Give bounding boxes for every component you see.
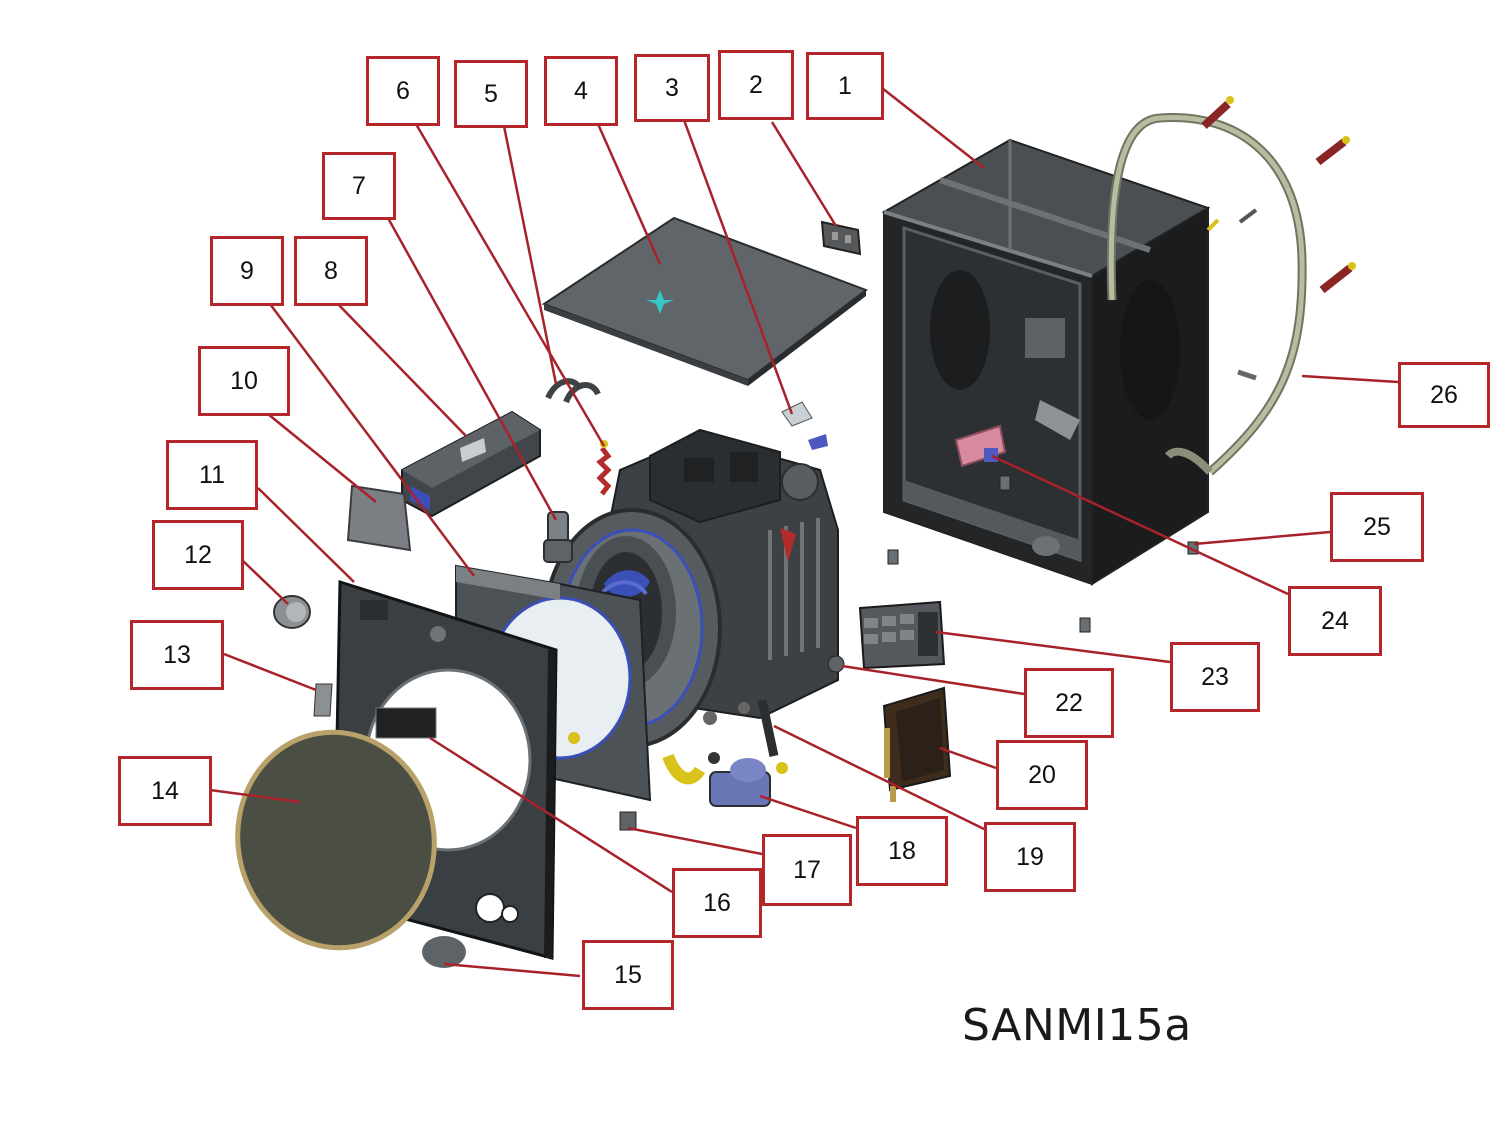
top-cover-part [541,216,869,386]
callout-8: 8 [294,236,368,306]
callout-25: 25 [1330,492,1424,562]
callout-16: 16 [672,868,762,938]
callout-18: 18 [856,816,948,886]
callout-14: 14 [118,756,212,826]
callout-19: 19 [984,822,1076,892]
callout-15: 15 [582,940,674,1010]
control-board-part [401,410,541,518]
callout-5: 5 [454,60,528,128]
callout-12: 12 [152,520,244,590]
callout-20: 20 [996,740,1088,810]
screw-fittings [1201,96,1356,381]
callout-23: 23 [1170,642,1260,712]
callout-24: 24 [1288,586,1382,656]
hinge-clip-part [545,378,601,404]
motor-module-part [882,686,952,802]
adjustable-foot-part [619,811,637,831]
door-glass-part [235,729,437,951]
supply-hose-part [1106,113,1307,476]
display-cover-part [346,484,412,552]
seal-clamp-part [568,732,580,744]
callout-22: 22 [1024,668,1114,738]
foot-cap-part [422,936,466,968]
door-lock-part [543,511,573,563]
cabinet-frame-part [881,138,1211,586]
program-knob-part [273,595,311,629]
callout-11: 11 [166,440,258,510]
detergent-latch-part [313,683,333,717]
terminal-block-part [858,600,946,670]
spring-part [596,440,612,496]
callout-17: 17 [762,834,852,906]
callout-7: 7 [322,152,396,220]
callout-13: 13 [130,620,224,690]
capacitor-part [827,655,845,673]
callout-26: 26 [1398,362,1490,428]
drain-hose-part [757,699,779,757]
callout-1: 1 [806,52,884,120]
callout-10: 10 [198,346,290,416]
model-code-label: SANMI15a [962,1000,1192,1051]
callout-4: 4 [544,56,618,126]
callout-6: 6 [366,56,440,126]
callout-9: 9 [210,236,284,306]
leveling-feet-part [887,475,1199,633]
leader-lines [209,87,1399,978]
clip-part [781,401,828,450]
callout-3: 3 [634,54,710,122]
drain-pump-part [662,752,788,807]
top-bracket-part [820,220,862,256]
callout-2: 2 [718,50,794,120]
